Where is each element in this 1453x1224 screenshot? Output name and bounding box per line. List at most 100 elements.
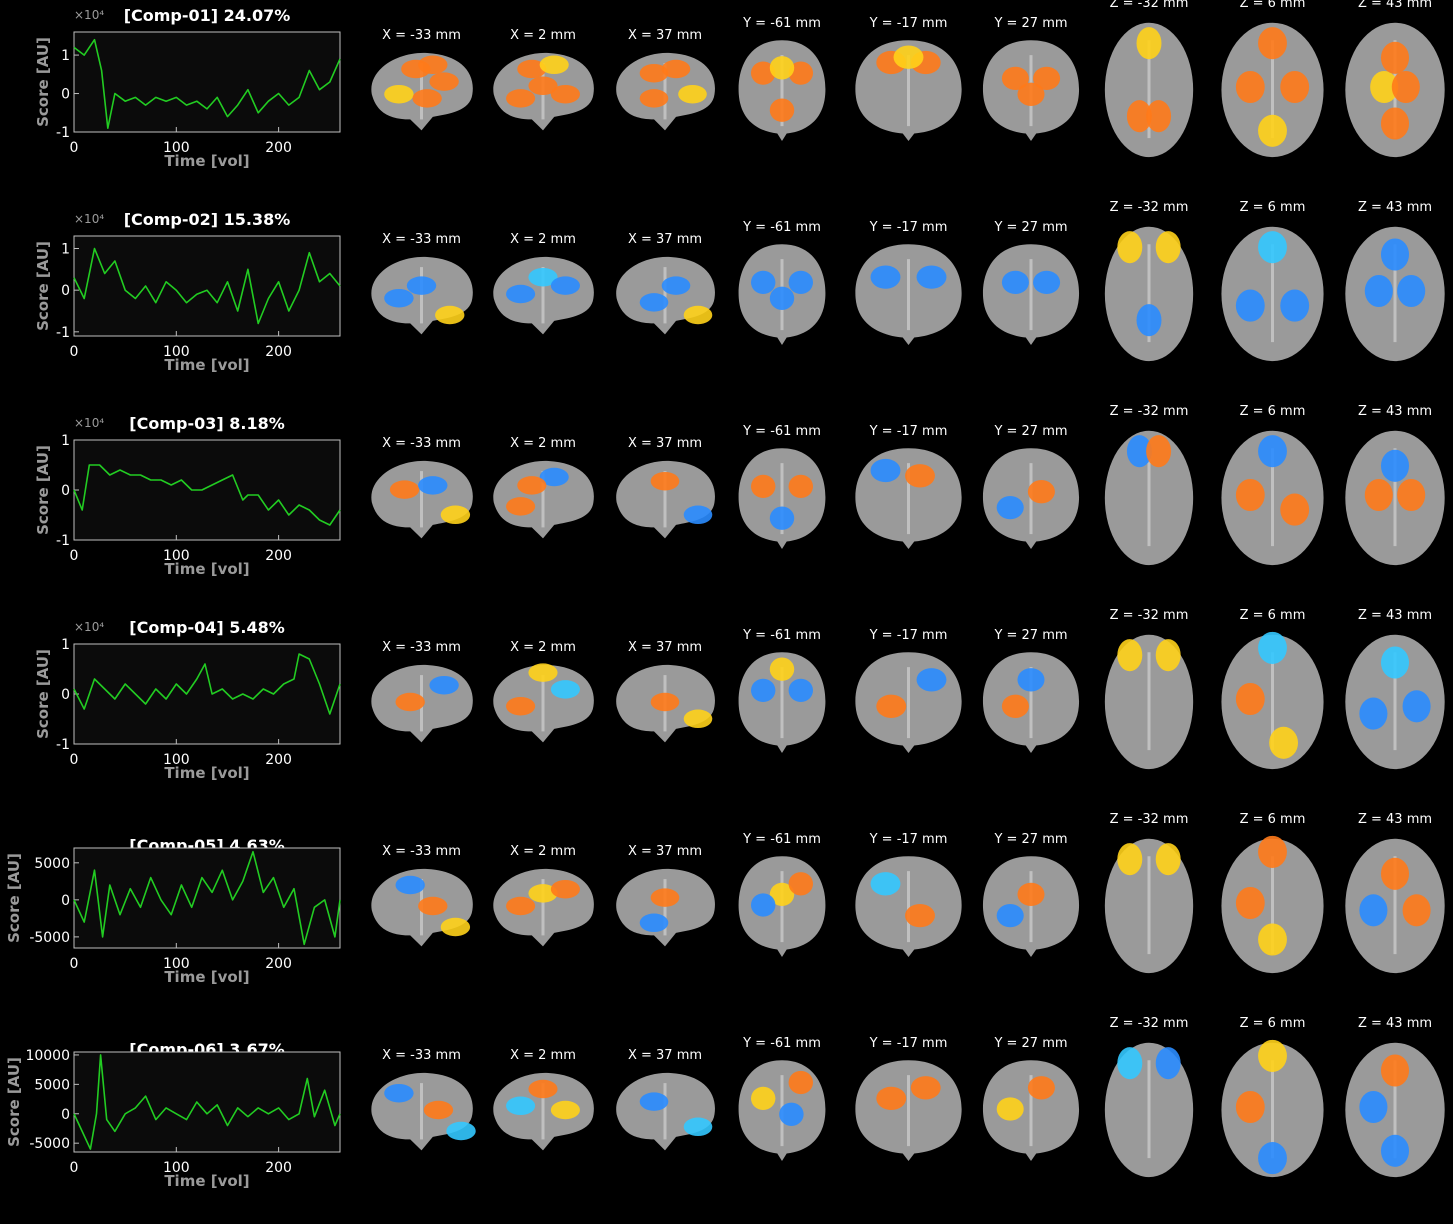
slice-coordinate-label: X = 2 mm [510, 28, 576, 43]
slice-coordinate-label: Z = 6 mm [1239, 0, 1306, 11]
activation-blob-cool [750, 893, 776, 917]
activation-blob-hot [769, 657, 795, 681]
slice-coordinate-label: Y = 27 mm [994, 1036, 1068, 1051]
brain-slice-sag: X = 37 mm [610, 0, 720, 204]
activation-blob-cool [1235, 289, 1265, 322]
brain-slice-cor: Y = -17 mm [851, 204, 966, 408]
slice-image [1221, 22, 1324, 158]
slice-image [738, 448, 826, 549]
slice-coordinate-label: Y = -17 mm [869, 628, 948, 643]
y-tick-label: -5000 [29, 930, 70, 946]
activation-blob-cool [429, 675, 459, 695]
y-tick-label: 1 [61, 242, 70, 258]
brain-slice-sag: X = -33 mm [365, 816, 478, 1020]
brain-slice-cor: Y = -17 mm [851, 408, 966, 612]
activation-blob-cool [788, 678, 814, 703]
x-tick-label: 0 [70, 956, 79, 972]
activation-blob-hot [440, 917, 471, 937]
y-axis-label: Score [AU] [34, 37, 52, 127]
brain-slice-axi: Z = -32 mm [1101, 0, 1197, 204]
slice-image [371, 460, 473, 539]
y-tick-label: -1 [56, 737, 70, 753]
activation-blob-hot [1155, 843, 1181, 876]
x-tick-label: 0 [70, 548, 79, 564]
brain-slice-axi: Z = 6 mm [1217, 0, 1328, 204]
slice-image [493, 868, 594, 947]
slice-coordinate-label: Z = -32 mm [1109, 812, 1189, 827]
activation-blob-warm [1380, 107, 1410, 140]
activation-blob-cool [1380, 1134, 1410, 1167]
activation-blob-cool [639, 913, 669, 933]
activation-blob-hot [1269, 726, 1299, 759]
slice-image [1345, 22, 1445, 158]
activation-blob-warm [550, 84, 580, 104]
activation-blob-warm [506, 497, 536, 516]
activation-blob-warm [506, 896, 536, 916]
activation-blob-warm [423, 1100, 454, 1120]
activation-blob-cool [1397, 274, 1426, 308]
x-tick-label: 100 [163, 752, 190, 768]
x-tick-label: 200 [265, 1160, 292, 1176]
slice-image [1345, 634, 1445, 770]
brain-slice-cor: Y = -61 mm [735, 408, 829, 612]
slice-coordinate-label: Z = 6 mm [1239, 812, 1306, 827]
activation-blob-cool [384, 288, 414, 308]
brain-slice-sag: X = 37 mm [610, 408, 720, 612]
brain-slice-axi: Z = 6 mm [1217, 1016, 1328, 1224]
activation-blob-warm [1146, 435, 1172, 468]
slice-coordinate-label: Y = 27 mm [994, 832, 1068, 847]
slice-coordinate-label: Y = -61 mm [743, 832, 821, 847]
slice-image [982, 40, 1080, 141]
brain-slice-cor: Y = -61 mm [735, 1020, 829, 1224]
slice-coordinate-label: Y = -61 mm [743, 16, 821, 31]
slice-coordinate-label: Y = -61 mm [743, 424, 821, 439]
slice-coordinate-label: X = -33 mm [382, 844, 461, 859]
slice-coordinate-label: Z = -32 mm [1109, 1016, 1189, 1031]
activation-blob-cool [1155, 1047, 1181, 1080]
brain-slice-axi: Z = 6 mm [1217, 404, 1328, 612]
brain-slice-cor: Y = -61 mm [735, 612, 829, 816]
brain-slice-axi: Z = -32 mm [1101, 1016, 1197, 1224]
activation-blob-hot [440, 505, 471, 525]
brain-slice-sag: X = 37 mm [610, 1020, 720, 1224]
slice-coordinate-label: Y = -17 mm [869, 220, 948, 235]
activation-blob-cool [384, 1083, 414, 1103]
brain-slice-sag: X = -33 mm [365, 612, 478, 816]
activation-blob-warm [639, 63, 669, 83]
y-tick-label: 0 [61, 1107, 70, 1123]
slice-image [1345, 838, 1445, 974]
activation-blob-cyan [683, 1117, 713, 1137]
activation-blob-warm [1235, 886, 1265, 920]
activation-blob-cool [1258, 435, 1287, 468]
brain-slice-sag: X = 2 mm [487, 204, 599, 408]
activation-blob-cool [788, 270, 814, 295]
slice-coordinate-label: Y = -17 mm [869, 16, 948, 31]
plot-area [73, 31, 341, 133]
component-title: [Comp-01] 24.07% [123, 6, 291, 25]
slice-coordinate-label: X = 2 mm [510, 844, 576, 859]
slice-coordinate-label: Z = 43 mm [1357, 1016, 1433, 1031]
slice-coordinate-label: Y = 27 mm [994, 628, 1068, 643]
slice-coordinate-label: Z = 6 mm [1239, 404, 1306, 419]
slice-image [1345, 1042, 1445, 1178]
y-tick-label: 0 [61, 893, 70, 909]
slice-coordinate-label: Y = -17 mm [869, 832, 948, 847]
activation-blob-cool [506, 284, 536, 304]
activation-blob-cool [996, 495, 1024, 520]
activation-blob-warm [905, 464, 935, 488]
brain-slice-axi: Z = 43 mm [1341, 812, 1449, 1020]
activation-blob-warm [650, 692, 680, 712]
activation-blob-hot [1117, 843, 1143, 876]
brain-slice-sag: X = -33 mm [365, 1020, 478, 1224]
brain-slice-sag: X = 2 mm [487, 1020, 599, 1224]
x-tick-label: 100 [163, 956, 190, 972]
activation-blob-cool [639, 293, 669, 312]
activation-blob-hot [539, 55, 569, 75]
activation-blob-cool [1359, 1090, 1388, 1124]
